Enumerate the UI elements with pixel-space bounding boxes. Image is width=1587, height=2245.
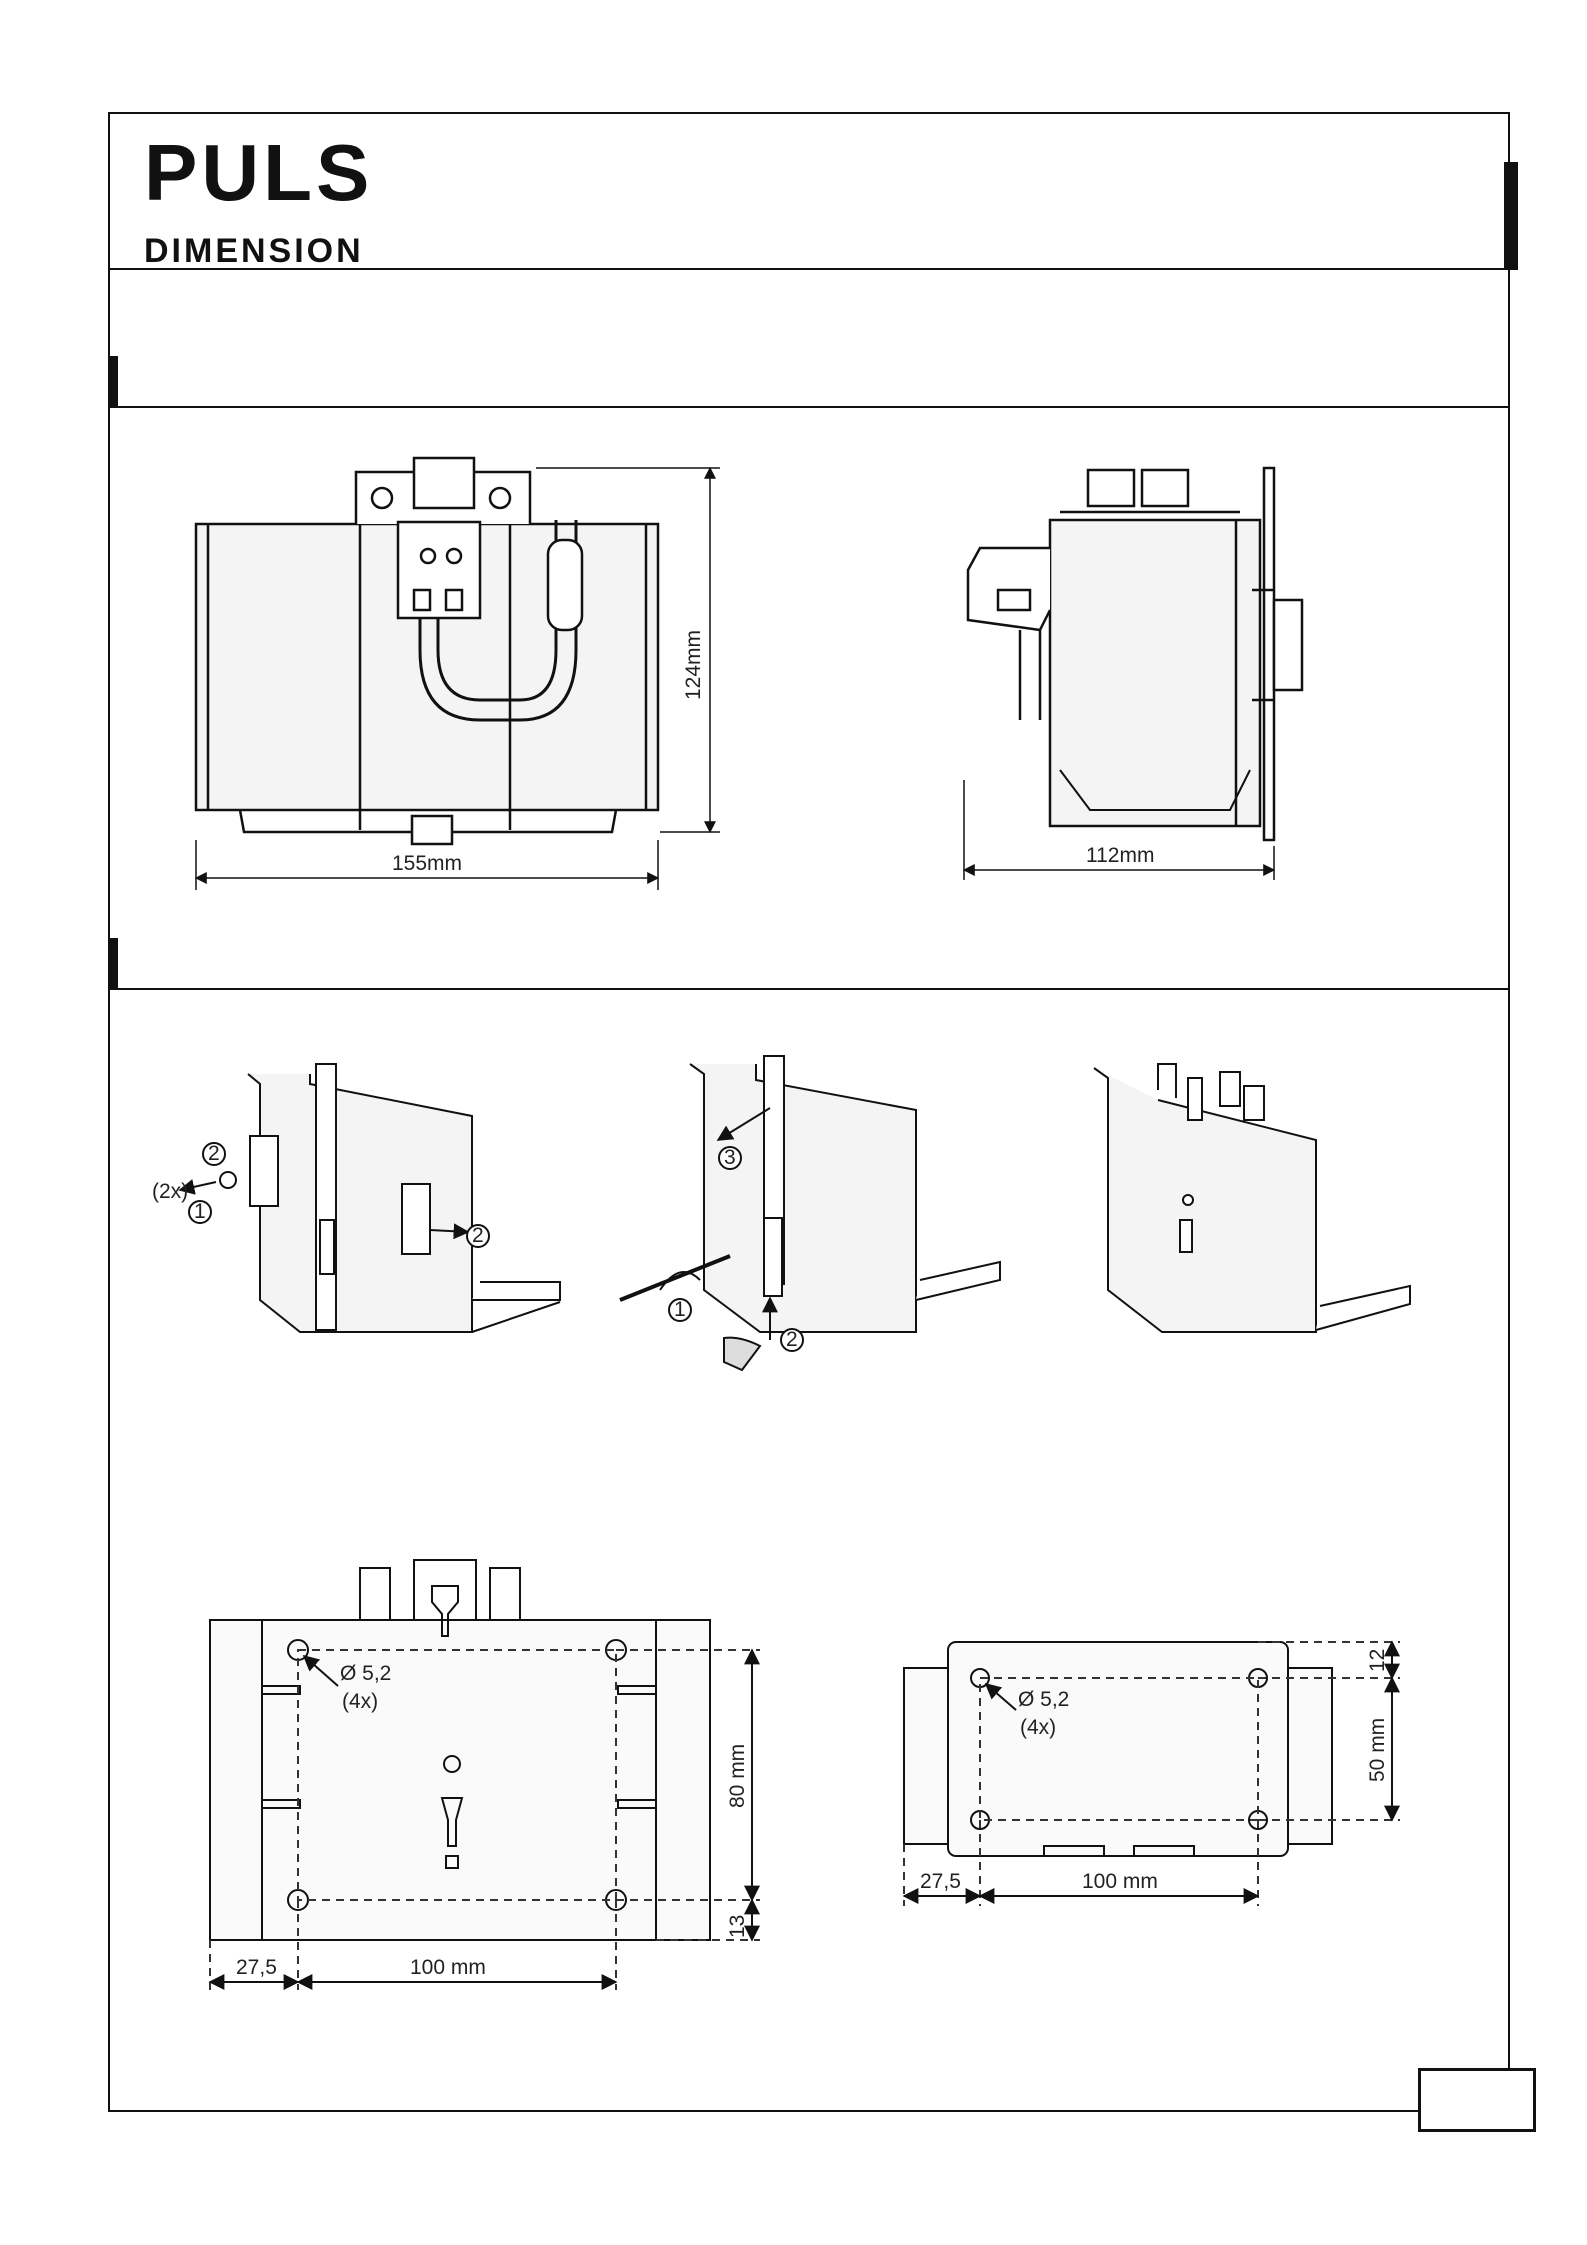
step1-num-2b: 2 — [472, 1224, 484, 1247]
step2-num-2: 2 — [786, 1328, 798, 1351]
right-top-offset: 12 — [1366, 1649, 1389, 1672]
right-vertical-spacing: 50 mm — [1366, 1718, 1389, 1782]
left-hole-diameter: Ø 5,2 — [340, 1662, 391, 1685]
logo-text: PULS — [144, 128, 373, 217]
drilling-plan-left — [210, 1560, 760, 1990]
assembly-view-1 — [180, 1064, 560, 1332]
right-horizontal-spacing: 100 mm — [1082, 1870, 1158, 1893]
left-bottom-offset: 13 — [726, 1915, 749, 1938]
dim-side-depth: 112mm — [1086, 844, 1154, 867]
puls-logo: PULS DIMENSION — [144, 128, 373, 270]
front-view-drawing — [196, 458, 720, 890]
left-vertical-spacing: 80 mm — [726, 1744, 749, 1808]
step-count-label: (2x) — [152, 1180, 188, 1203]
left-horizontal-spacing: 100 mm — [410, 1956, 486, 1979]
step1-num-1: 1 — [194, 1200, 206, 1223]
dim-front-width: 155mm — [392, 852, 462, 875]
right-hole-count: (4x) — [1020, 1716, 1056, 1739]
assembly-view-3 — [1094, 1064, 1410, 1332]
drilling-plan-right — [904, 1642, 1400, 1906]
right-hole-diameter: Ø 5,2 — [1018, 1688, 1069, 1711]
side-view-drawing — [964, 468, 1302, 880]
left-hole-count: (4x) — [342, 1690, 378, 1713]
step2-num-3: 3 — [724, 1146, 736, 1169]
dim-front-height: 124mm — [682, 630, 705, 700]
step2-num-1: 1 — [674, 1298, 686, 1321]
step1-num-2a: 2 — [208, 1142, 220, 1165]
right-left-offset: 27,5 — [920, 1870, 961, 1893]
assembly-view-2 — [620, 1056, 1000, 1370]
left-left-offset: 27,5 — [236, 1956, 277, 1979]
logo-subtitle: DIMENSION — [144, 232, 364, 270]
